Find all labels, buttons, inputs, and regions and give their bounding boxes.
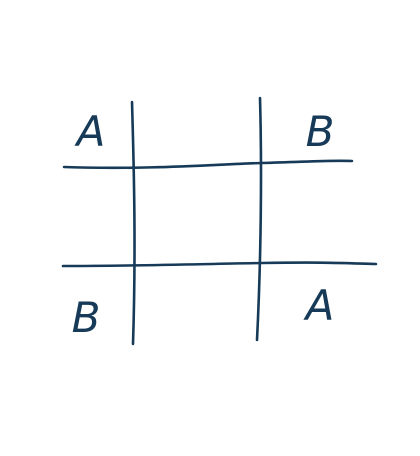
board-cells: A B B A	[66, 100, 374, 342]
cell-mark-r0-c2: B	[306, 107, 335, 156]
cell-r1-c0[interactable]	[66, 168, 132, 264]
cell-mark-r0-c0: A	[74, 107, 106, 156]
grid-line-horizontal-top	[62, 159, 354, 170]
cell-mark-r2-c2: A	[303, 281, 335, 330]
grid-line-vertical-left	[130, 100, 136, 346]
cell-mark-r2-c0: B	[72, 293, 101, 342]
cell-r0-c1[interactable]	[134, 100, 260, 166]
cell-r1-c2[interactable]	[262, 168, 374, 264]
grid-line-vertical-right	[255, 96, 263, 342]
cell-r2-c1[interactable]	[134, 266, 260, 342]
cell-r1-c1[interactable]	[134, 168, 260, 264]
grid-line-horizontal-bottom	[61, 261, 378, 268]
